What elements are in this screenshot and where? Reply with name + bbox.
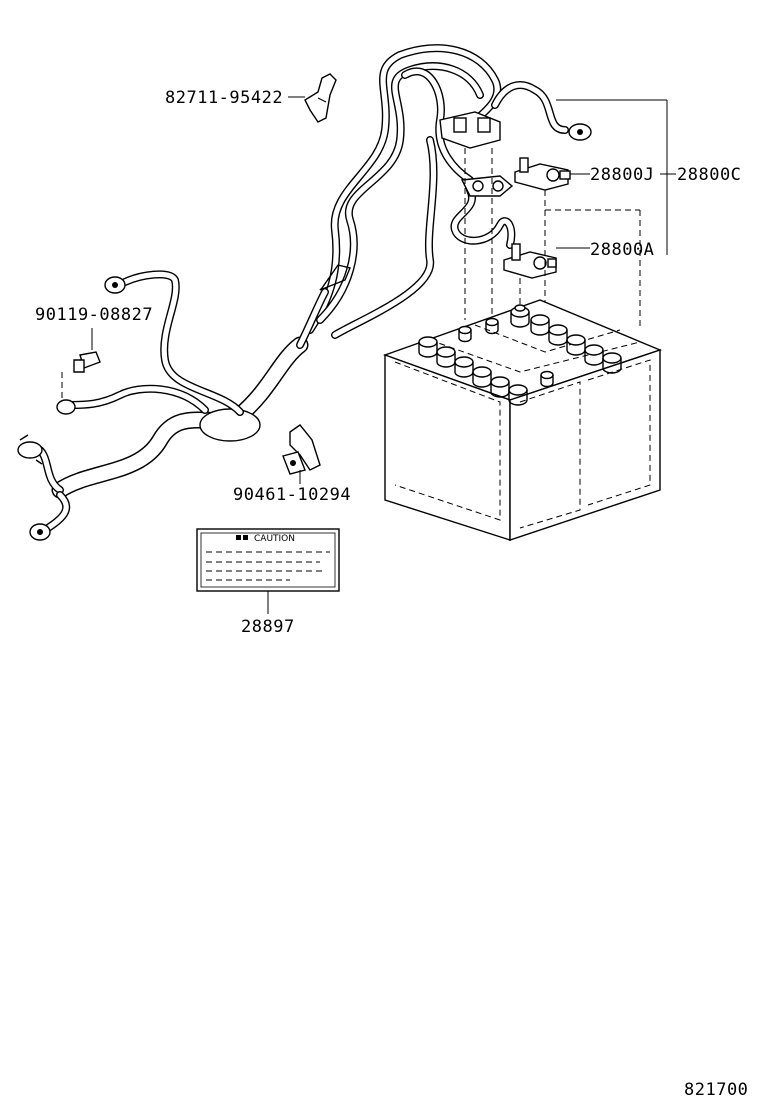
terminal-leaders	[556, 99, 676, 255]
positive-terminal-cover[interactable]	[439, 111, 501, 149]
ring-terminal-upper-left	[104, 276, 126, 294]
part-number-90119-08827[interactable]: 90119-08827	[35, 305, 153, 325]
terminal-28800C[interactable]	[460, 157, 571, 197]
battery[interactable]	[382, 299, 662, 541]
part-number-82711-95422[interactable]: 82711-95422	[165, 88, 283, 108]
ring-terminal-upper-right	[568, 123, 592, 141]
illustration-code: 821700	[684, 1080, 748, 1100]
caution-label-text-lines	[206, 551, 330, 581]
battery-cell-caps	[418, 306, 622, 406]
cable-end-left	[56, 399, 76, 415]
wire-clamp-bottom[interactable]: 90461-10294	[233, 424, 351, 505]
part-number-28897[interactable]: 28897	[241, 617, 295, 637]
part-number-28800A[interactable]: 28800A	[590, 240, 654, 260]
part-number-90461-10294[interactable]: 90461-10294	[233, 485, 351, 505]
part-number-28800J[interactable]: 28800J	[590, 165, 654, 185]
caution-label-title: CAUTION	[254, 534, 295, 544]
caution-label[interactable]: CAUTION 28897	[196, 528, 340, 637]
wire-clamp-top[interactable]: 82711-95422	[165, 73, 337, 123]
bolt[interactable]: 90119-08827	[35, 305, 153, 400]
part-number-28800C[interactable]: 28800C	[677, 165, 741, 185]
battery-posts	[458, 304, 554, 388]
ring-terminal-lower-left	[17, 434, 51, 541]
terminal-28800A[interactable]	[503, 243, 557, 279]
harness-grommet	[199, 408, 261, 442]
